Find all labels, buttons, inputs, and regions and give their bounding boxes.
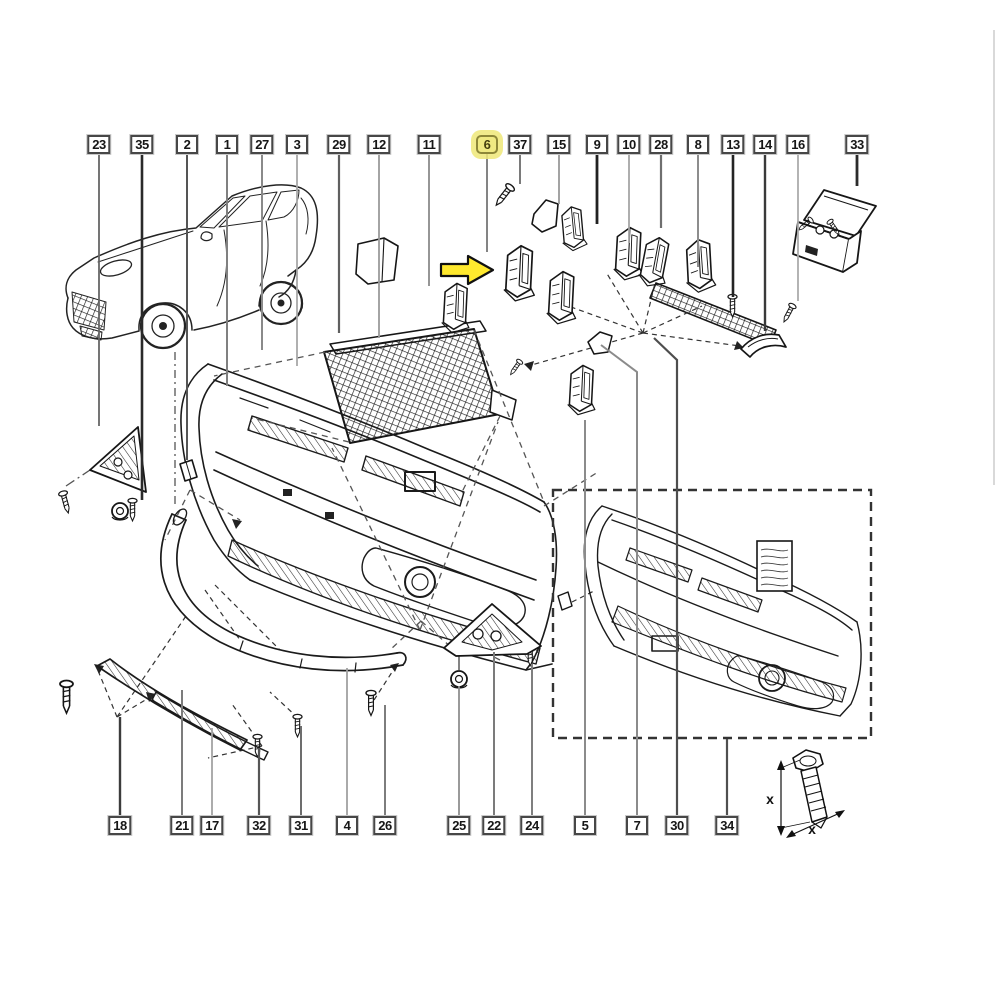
callout-14[interactable]: 14 xyxy=(753,135,777,154)
callout-29[interactable]: 29 xyxy=(327,135,351,154)
callout-22[interactable]: 22 xyxy=(482,816,506,835)
grille-assembly xyxy=(323,237,777,444)
callout-33[interactable]: 33 xyxy=(845,135,869,154)
callout-32[interactable]: 32 xyxy=(247,816,271,835)
callout-9[interactable]: 9 xyxy=(586,135,608,154)
fastener-screws xyxy=(57,181,798,758)
callout-12[interactable]: 12 xyxy=(367,135,391,154)
callout-28[interactable]: 28 xyxy=(649,135,673,154)
lower-trim-strips xyxy=(96,508,407,761)
foglamp-bracket xyxy=(443,603,542,657)
car-sketch xyxy=(65,184,319,350)
dimension-label-x2: x xyxy=(808,821,816,837)
callout-16[interactable]: 16 xyxy=(786,135,810,154)
highlight-arrow-icon xyxy=(439,254,495,286)
callout-1[interactable]: 1 xyxy=(216,135,238,154)
leader-lines xyxy=(98,150,859,822)
callout-4[interactable]: 4 xyxy=(336,816,358,835)
callout-6-highlighted[interactable]: 6 xyxy=(476,135,498,154)
callout-27[interactable]: 27 xyxy=(250,135,274,154)
callout-7[interactable]: 7 xyxy=(626,816,648,835)
callout-17[interactable]: 17 xyxy=(200,816,224,835)
mount-brackets xyxy=(89,199,787,689)
callout-15[interactable]: 15 xyxy=(547,135,571,154)
callout-34[interactable]: 34 xyxy=(715,816,739,835)
callout-26[interactable]: 26 xyxy=(373,816,397,835)
callout-5[interactable]: 5 xyxy=(574,816,596,835)
callout-24[interactable]: 24 xyxy=(520,816,544,835)
callout-8[interactable]: 8 xyxy=(687,135,709,154)
callout-25[interactable]: 25 xyxy=(447,816,471,835)
callout-30[interactable]: 30 xyxy=(665,816,689,835)
callout-3[interactable]: 3 xyxy=(286,135,308,154)
dimension-label-x1: x xyxy=(766,791,774,807)
callout-10[interactable]: 10 xyxy=(617,135,641,154)
callout-35[interactable]: 35 xyxy=(130,135,154,154)
callout-18[interactable]: 18 xyxy=(108,816,132,835)
hardware-kit-box xyxy=(792,189,877,273)
alt-bumper-box xyxy=(551,488,873,740)
dimension-figure: x x xyxy=(766,749,845,838)
callout-37[interactable]: 37 xyxy=(508,135,532,154)
callout-31[interactable]: 31 xyxy=(289,816,313,835)
instruction-leaflet xyxy=(756,540,793,592)
callout-13[interactable]: 13 xyxy=(721,135,745,154)
callout-11[interactable]: 11 xyxy=(417,135,441,154)
callout-23[interactable]: 23 xyxy=(87,135,111,154)
callout-2[interactable]: 2 xyxy=(176,135,198,154)
callout-21[interactable]: 21 xyxy=(170,816,194,835)
projection-lines xyxy=(65,253,744,759)
